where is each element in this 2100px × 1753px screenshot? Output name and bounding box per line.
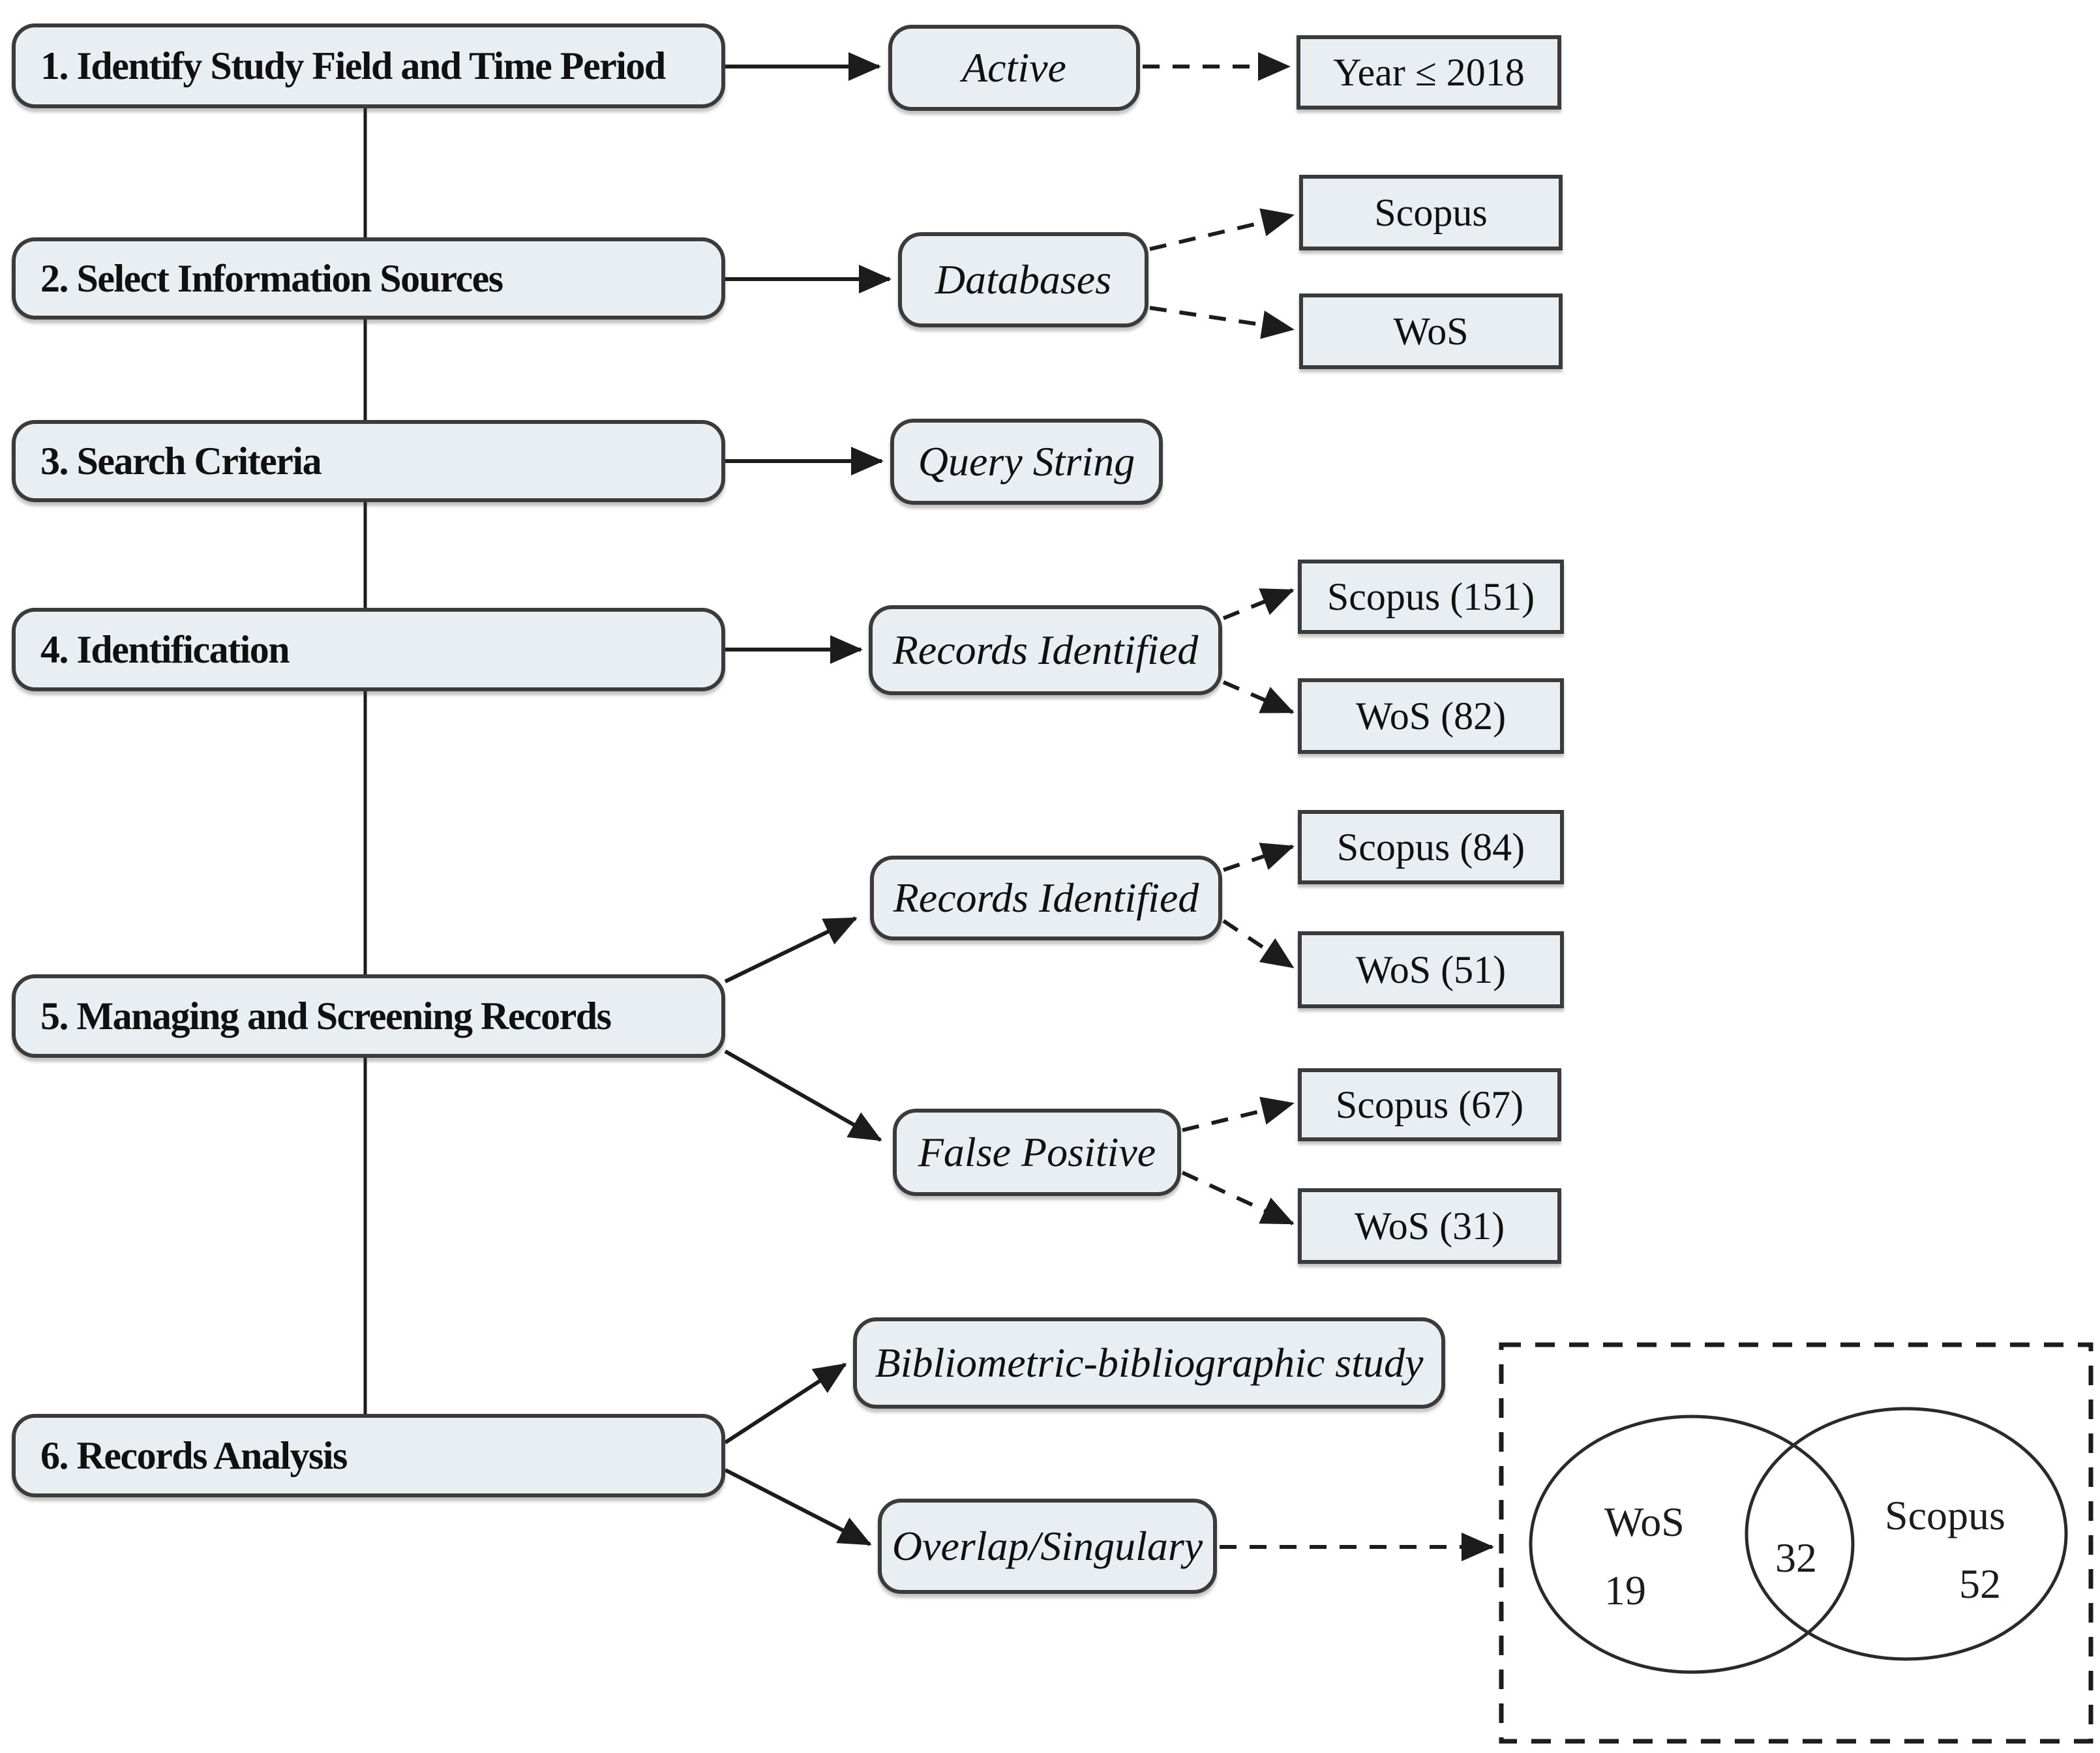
false-positive-box: False Positive xyxy=(893,1109,1181,1196)
wos-31-label: WoS (31) xyxy=(1354,1204,1505,1248)
databases-label: Databases xyxy=(935,256,1112,303)
stage-2-box: 2. Select Information Sources xyxy=(12,237,725,320)
scopus-151-label: Scopus (151) xyxy=(1327,575,1535,618)
overlap-singulary-label: Overlap/Singulary xyxy=(892,1523,1203,1569)
scopus-box: Scopus xyxy=(1299,175,1563,250)
wos-51-box: WoS (51) xyxy=(1298,931,1564,1008)
wos-label: WoS xyxy=(1393,309,1469,353)
venn-left-label: WoS xyxy=(1604,1499,1685,1545)
scopus-84-label: Scopus (84) xyxy=(1336,825,1525,869)
venn-circle-wos xyxy=(1529,1415,1855,1674)
dashed-arrow-ri2-wos51 xyxy=(1222,919,1295,969)
active-box: Active xyxy=(888,25,1140,111)
venn-left-value: 19 xyxy=(1604,1567,1646,1613)
arrow-stage6-bibliometric xyxy=(724,1362,847,1445)
stage-1-label: 1. Identify Study Field and Time Period xyxy=(40,44,666,87)
wos-82-box: WoS (82) xyxy=(1298,678,1564,754)
records-identified-1-box: Records Identified xyxy=(869,605,1222,695)
arrow-stage6-overlap xyxy=(724,1468,872,1546)
wos-31-box: WoS (31) xyxy=(1298,1188,1561,1264)
dashed-arrow-ri1-wos82 xyxy=(1222,680,1295,714)
dashed-arrow-fp-wos31 xyxy=(1181,1171,1295,1225)
dashed-arrow-databases-wos xyxy=(1149,306,1295,339)
stage-4-label: 4. Identification xyxy=(40,627,290,671)
false-positive-label: False Positive xyxy=(918,1129,1156,1175)
active-label: Active xyxy=(962,44,1066,91)
venn-right-label: Scopus xyxy=(1885,1492,2005,1538)
stage-3-box: 3. Search Criteria xyxy=(12,420,725,502)
records-identified-2-box: Records Identified xyxy=(870,856,1222,940)
overlap-singulary-box: Overlap/Singulary xyxy=(878,1499,1217,1594)
records-identified-2-label: Records Identified xyxy=(893,875,1199,921)
query-string-label: Query String xyxy=(918,438,1135,485)
stage-6-box: 6. Records Analysis xyxy=(12,1414,725,1497)
stage-6-label: 6. Records Analysis xyxy=(40,1433,348,1477)
dashed-arrow-databases-scopus xyxy=(1149,208,1295,251)
databases-box: Databases xyxy=(898,232,1148,327)
dashed-arrow-fp-scopus67 xyxy=(1182,1096,1295,1132)
bibliometric-bibliographic-study-label: Bibliometric-bibliographic study xyxy=(875,1340,1424,1386)
stage-5-box: 5. Managing and Screening Records xyxy=(12,974,725,1058)
arrow-stage5-false-positive xyxy=(724,1049,882,1142)
venn-circle-scopus xyxy=(1745,1407,2068,1661)
records-identified-1-label: Records Identified xyxy=(892,627,1199,673)
dashed-arrow-ri2-scopus84 xyxy=(1223,843,1295,872)
venn-panel-border xyxy=(1499,1342,2093,1744)
year-2018-box: Year ≤ 2018 xyxy=(1297,35,1561,110)
arrow-stage5-records-identified xyxy=(724,916,858,983)
venn-intersection-value: 32 xyxy=(1775,1535,1817,1581)
scopus-67-box: Scopus (67) xyxy=(1298,1068,1561,1141)
stage-2-label: 2. Select Information Sources xyxy=(40,256,503,300)
scopus-label: Scopus xyxy=(1374,190,1488,234)
venn-right-value: 52 xyxy=(1959,1561,2001,1607)
scopus-84-box: Scopus (84) xyxy=(1298,810,1564,884)
dashed-arrow-ri1-scopus151 xyxy=(1222,588,1295,620)
year-2018-label: Year ≤ 2018 xyxy=(1333,50,1525,94)
scopus-151-box: Scopus (151) xyxy=(1298,560,1564,634)
query-string-box: Query String xyxy=(890,419,1163,505)
stage-1-box: 1. Identify Study Field and Time Period xyxy=(12,23,725,108)
wos-51-label: WoS (51) xyxy=(1355,948,1507,991)
scopus-67-label: Scopus (67) xyxy=(1335,1083,1524,1126)
stage-4-box: 4. Identification xyxy=(12,608,725,691)
wos-82-label: WoS (82) xyxy=(1355,694,1507,738)
stage-5-label: 5. Managing and Screening Records xyxy=(40,994,612,1038)
bibliometric-bibliographic-study-box: Bibliometric-bibliographic study xyxy=(853,1317,1445,1409)
wos-box: WoS xyxy=(1299,293,1563,369)
stage-3-label: 3. Search Criteria xyxy=(40,439,322,483)
